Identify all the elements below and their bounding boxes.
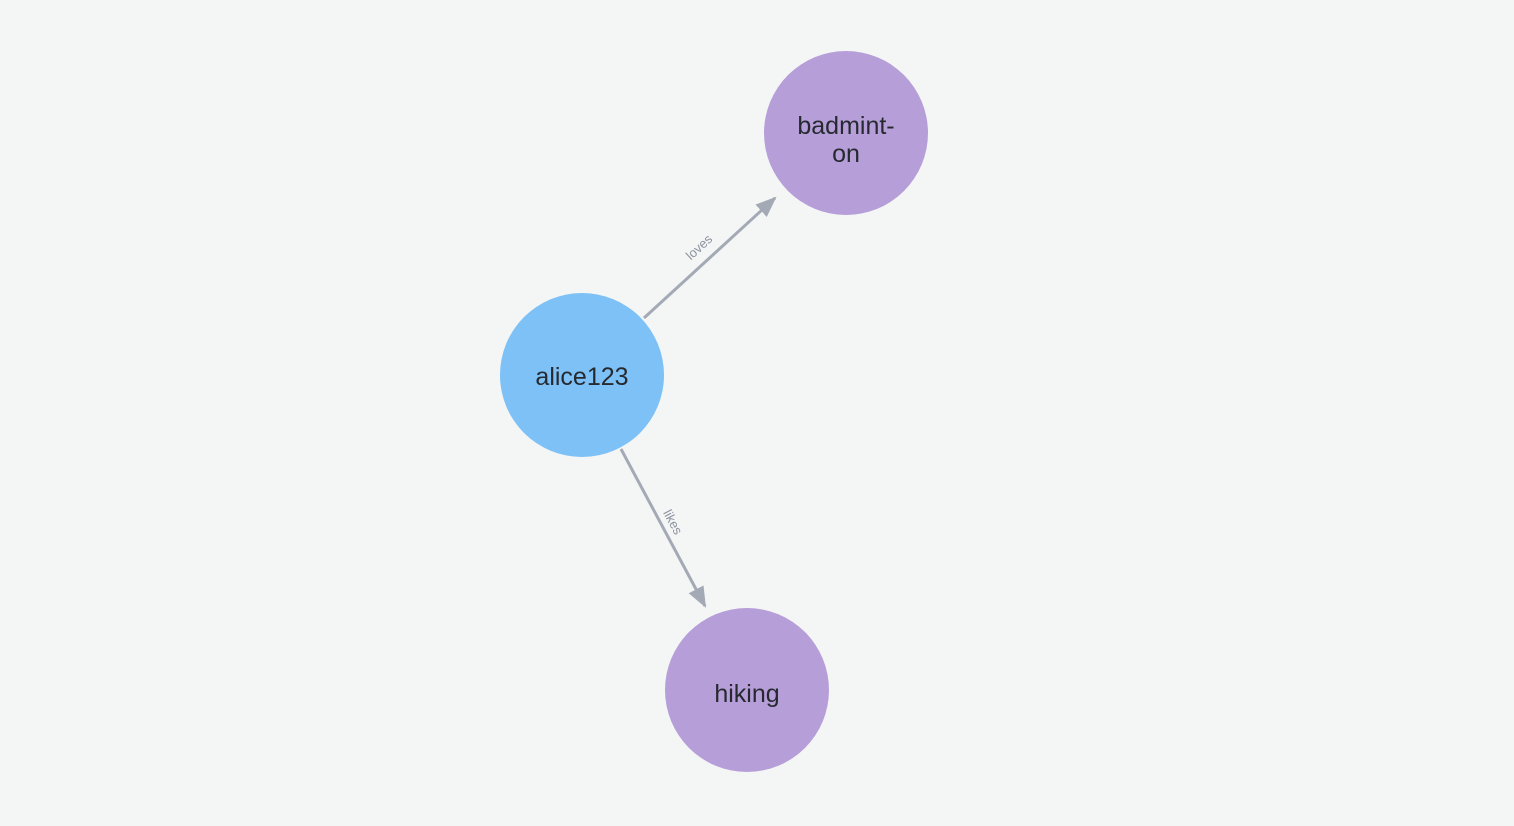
node-alice123-label: alice123 xyxy=(535,363,628,391)
node-badminton-circle xyxy=(764,51,928,215)
node-badminton-label-line2: on xyxy=(832,140,860,168)
node-badminton-label-line1: badmint- xyxy=(797,112,894,140)
node-badminton[interactable]: badmint- on xyxy=(764,51,928,215)
edge-likes-line[interactable] xyxy=(619,448,707,608)
node-hiking-circle xyxy=(665,608,829,772)
node-hiking[interactable]: hiking xyxy=(665,608,829,772)
edge-loves-line[interactable] xyxy=(642,196,777,320)
node-alice123[interactable]: alice123 xyxy=(500,293,664,457)
node-hiking-label: hiking xyxy=(714,680,779,708)
node-alice123-circle xyxy=(500,293,664,457)
